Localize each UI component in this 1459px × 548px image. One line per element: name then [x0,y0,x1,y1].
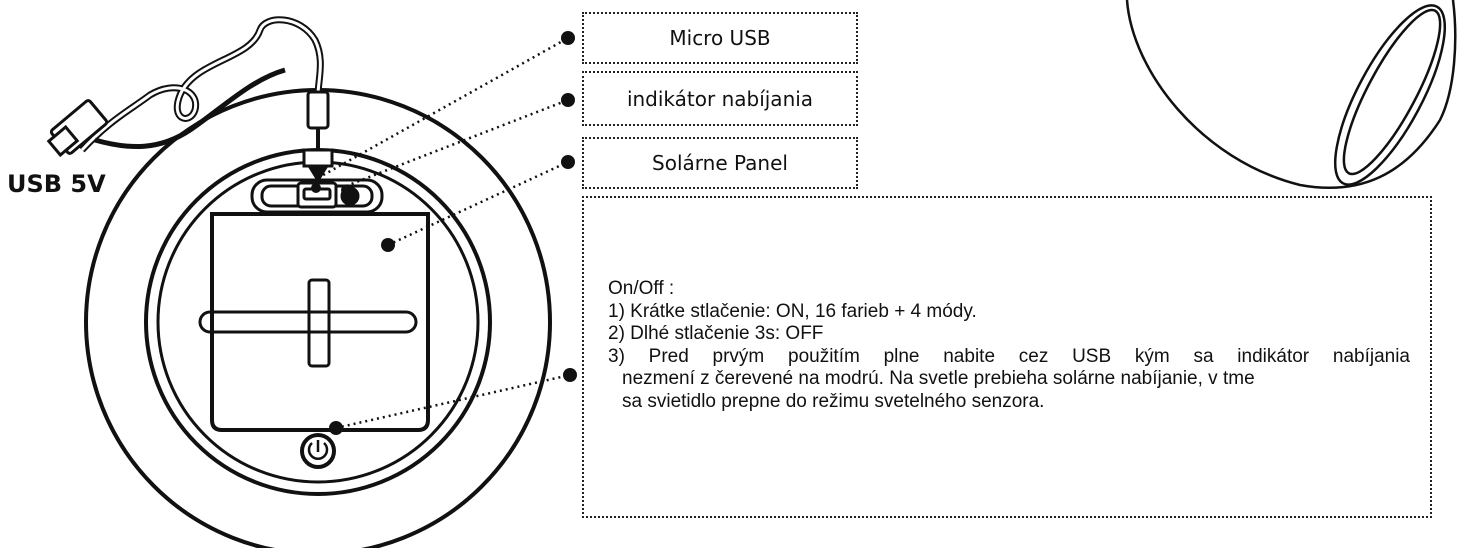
solar-panel [198,212,430,432]
instruction-line-5: sa svietidlo prepne do režimu svetelného… [622,390,1045,412]
solar-panel-label: Solárne Panel [582,137,858,189]
instruction-line-2: 2) Dlhé stlačenie 3s: OFF [608,323,824,344]
instruction-line-1: 1) Krátke stlačenie: ON, 16 farieb + 4 m… [608,300,977,322]
micro-usb-label: Micro USB [582,12,858,64]
leader-dots [311,31,577,435]
lamp-sphere-icon [1125,0,1457,189]
usb-5v-label: USB 5V [7,170,106,198]
leader-lines [317,36,571,430]
instructions-heading: On/Off : [608,278,675,299]
instruction-line-3: 3) Pred prvým použitím plne nabite cez U… [608,345,1410,367]
usb-cable-icon [46,16,334,183]
instruction-line-4: nezmení z čerevené na modrú. Na svetle p… [622,368,1255,389]
charge-indicator-label: indikátor nabíjania [582,71,858,126]
power-button-icon [300,433,336,469]
instructions-box: On/Off : 1) Krátke stlačenie: ON, 16 far… [582,196,1432,518]
